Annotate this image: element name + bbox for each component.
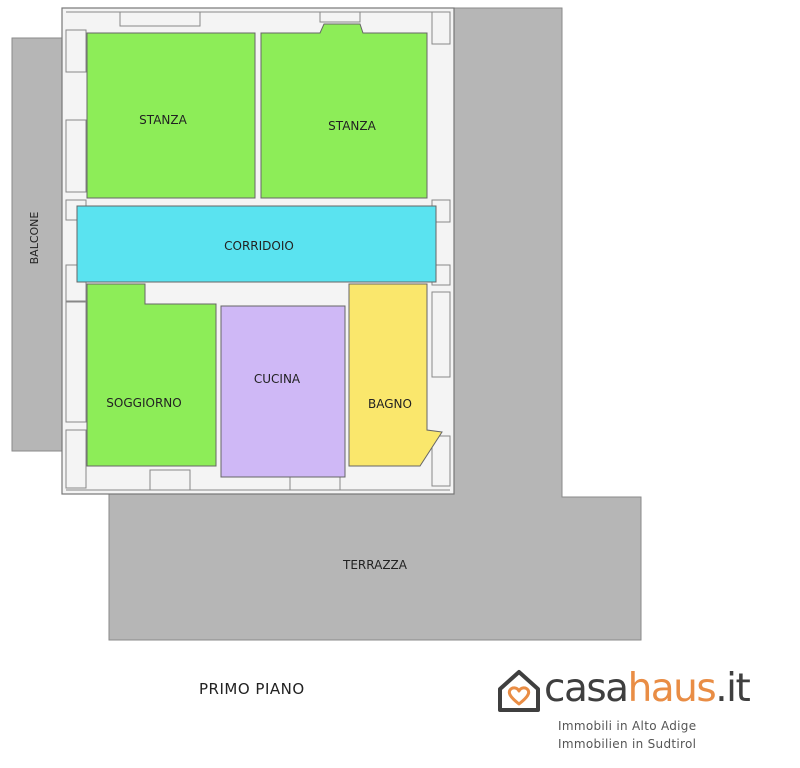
room-cucina xyxy=(220,305,346,478)
label-bagno: BAGNO xyxy=(368,397,412,411)
label-stanza-right: STANZA xyxy=(328,119,376,133)
label-terrazza: TERRAZZA xyxy=(342,558,408,572)
room-bagno xyxy=(348,283,443,467)
label-soggiorno: SOGGIORNO xyxy=(106,396,181,410)
brand-name-tld: .it xyxy=(715,666,751,711)
label-corridoio: CORRIDOIO xyxy=(224,239,294,253)
brand-name-haus: haus xyxy=(627,666,717,711)
brand-name-casa: casa xyxy=(544,666,629,711)
label-cucina: CUCINA xyxy=(254,372,301,386)
brand-logo: casahaus.it Immobili in Alto Adige Immob… xyxy=(496,665,796,760)
floor-label: PRIMO PIANO xyxy=(199,680,305,698)
tagline-german: Immobilien in Sudtirol xyxy=(558,737,697,751)
brand-name: casahaus.it xyxy=(544,666,751,711)
room-soggiorno xyxy=(86,283,217,467)
room-stanza-left xyxy=(86,32,256,199)
balcone-area xyxy=(11,37,65,452)
house-heart-icon xyxy=(498,670,540,712)
room-corridoio xyxy=(76,205,437,283)
room-stanza-right xyxy=(260,23,428,199)
wall-details xyxy=(65,11,451,491)
tagline-italian: Immobili in Alto Adige xyxy=(558,719,697,733)
label-balcone: BALCONE xyxy=(28,212,41,265)
label-stanza-left: STANZA xyxy=(139,113,187,127)
